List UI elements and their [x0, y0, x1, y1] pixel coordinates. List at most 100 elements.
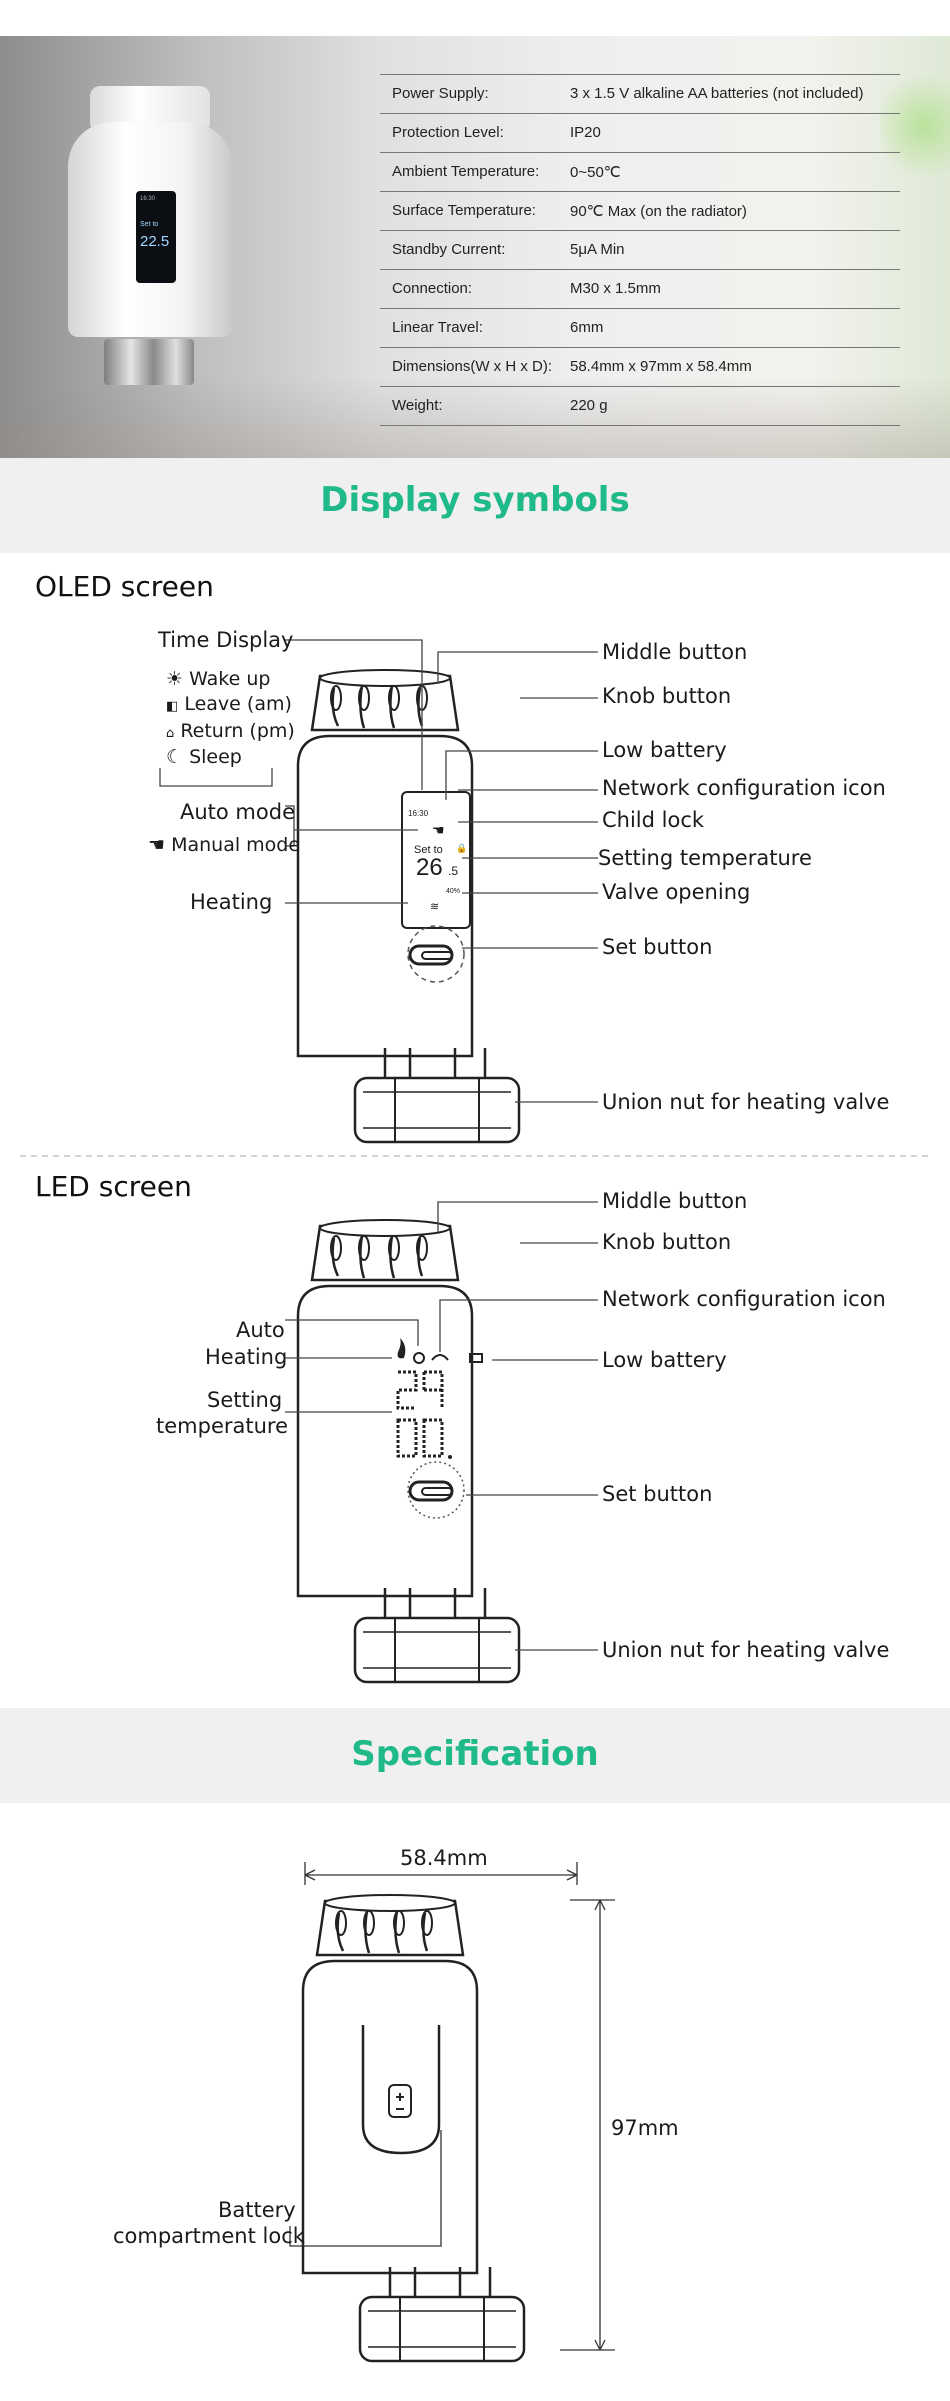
photo-union-nut	[104, 339, 194, 385]
mode-return-text: Return (pm)	[180, 720, 295, 742]
spec-value: M30 x 1.5mm	[570, 280, 661, 297]
led-heading: LED screen	[35, 1170, 192, 1203]
mode-sleep-text: Sleep	[189, 746, 242, 768]
oled-low-battery-label: Low battery	[602, 738, 727, 762]
home-icon: ⌂	[166, 726, 175, 741]
spec-value: 3 x 1.5 V alkaline AA batteries (not inc…	[570, 85, 864, 102]
battery-lock-label-1: Battery	[218, 2198, 296, 2222]
oled-time-display-label: Time Display	[158, 628, 294, 652]
led-set-button-label: Set button	[602, 1482, 713, 1506]
led-setting-label-1: Setting	[207, 1388, 283, 1412]
led-icons	[397, 1338, 483, 1364]
photo-screen-temp: 22.5	[140, 233, 170, 250]
led-network-label: Network configuration icon	[602, 1287, 886, 1311]
mode-wake-up-text: Wake up	[189, 668, 271, 690]
led-leader-lines	[285, 1201, 598, 1651]
spec-key: Surface Temperature:	[392, 202, 536, 219]
oled-setting-temp-label: Setting temperature	[598, 846, 812, 870]
oled-auto-mode-label: Auto mode	[180, 800, 295, 824]
spec-row: Linear Travel: 6mm	[380, 308, 900, 347]
spec-row: Protection Level: IP20	[380, 113, 900, 152]
photo-knob	[90, 86, 210, 128]
spec-row: Surface Temperature: 90℃ Max (on the radi…	[380, 191, 900, 230]
oled-valve-opening-label: Valve opening	[602, 880, 751, 904]
led-middle-button-label: Middle button	[602, 1189, 748, 1213]
spec-key: Protection Level:	[392, 124, 504, 141]
oled-mode-return: ⌂ Return (pm)	[166, 720, 295, 742]
oled-middle-button-label: Middle button	[602, 640, 748, 664]
photo-screen-setto: Set to	[140, 221, 159, 228]
spec-key: Weight:	[392, 397, 443, 414]
oled-screen-valve: 40%	[446, 888, 461, 895]
spec-value: 58.4mm x 97mm x 58.4mm	[570, 358, 752, 375]
spec-device	[301, 1893, 526, 2363]
oled-mode-wake-up: ☀ Wake up	[166, 668, 270, 690]
sun-icon: ☀	[166, 668, 184, 690]
spec-row: Dimensions(W x H x D): 58.4mm x 97mm x 58…	[380, 347, 900, 386]
spec-key: Power Supply:	[392, 85, 489, 102]
spec-row: Connection: M30 x 1.5mm	[380, 269, 900, 308]
display-symbols-band	[0, 458, 950, 553]
height-dimension-label: 97mm	[611, 2116, 679, 2140]
spec-row: Power Supply: 3 x 1.5 V alkaline AA batte…	[380, 74, 900, 113]
oled-manual-mode-label: ☚ Manual mode	[148, 834, 300, 856]
spec-key: Connection:	[392, 280, 473, 297]
oled-screen-setto: Set to	[414, 844, 443, 856]
led-knob-button-label: Knob button	[602, 1230, 732, 1254]
spec-value: 0~50℃	[570, 164, 621, 181]
spec-row: Ambient Temperature: 0~50℃	[380, 152, 900, 191]
spec-table-bottom-rule	[380, 425, 900, 427]
display-symbols-title: Display symbols	[320, 480, 630, 520]
spec-key: Linear Travel:	[392, 319, 483, 336]
banner-bottom-shade	[0, 376, 950, 458]
moon-icon: ☾	[166, 746, 184, 768]
hand-icon: ☚	[432, 822, 445, 838]
spec-dimension-lines	[289, 1862, 615, 2351]
oled-screen-content: 16:30 ☚ Set to 🔒 26 .5 40% ≋	[402, 792, 470, 928]
oled-set-button-label: Set button	[602, 935, 713, 959]
photo-screen-time: 16:30	[140, 196, 156, 202]
door-icon: ◧	[166, 699, 179, 714]
banner-green-glow	[880, 66, 950, 186]
spec-row: Standby Current:5μA Min	[380, 230, 900, 269]
led-auto-label: Auto	[236, 1318, 285, 1342]
hand-icon: ☚	[148, 834, 166, 856]
oled-leader-lines	[159, 639, 598, 1103]
product-spec-banner: 16:30 Set to 22.5 Power Supply: 3 x 1.5 V…	[0, 36, 950, 458]
spec-value: 6mm	[570, 319, 604, 336]
specification-title: Specification	[351, 1734, 599, 1774]
oled-screen-temp-dec: .5	[448, 864, 459, 878]
specification-band	[0, 1708, 950, 1803]
heat-icon: ≋	[430, 901, 440, 913]
spec-value: IP20	[570, 124, 601, 141]
oled-heading: OLED screen	[35, 570, 214, 603]
oled-device	[296, 668, 521, 1144]
oled-mode-leave: ◧ Leave (am)	[166, 693, 292, 715]
led-device	[296, 1218, 521, 1684]
battery-lock-label-2: compartment lock	[113, 2224, 305, 2248]
oled-union-nut-label: Union nut for heating valve	[602, 1090, 890, 1114]
led-union-nut-label: Union nut for heating valve	[602, 1638, 890, 1662]
led-setting-label-2: temperature	[156, 1414, 288, 1438]
oled-knob-button-label: Knob button	[602, 684, 732, 708]
spec-key: Ambient Temperature:	[392, 163, 540, 180]
oled-heating-label: Heating	[190, 890, 273, 914]
spec-value: 220 g	[570, 397, 608, 414]
manual-mode-text: Manual mode	[171, 834, 301, 856]
spec-value: 5μA Min	[570, 241, 625, 258]
oled-screen-temp: 26	[416, 854, 443, 881]
oled-mode-sleep: ☾ Sleep	[166, 746, 242, 768]
led-heating-label: Heating	[205, 1345, 288, 1369]
width-dimension-label: 58.4mm	[400, 1846, 488, 1870]
thermostat-photo: 16:30 Set to 22.5	[60, 86, 240, 446]
spec-value: 90℃ Max (on the radiator)	[570, 203, 747, 220]
oled-network-label: Network configuration icon	[602, 776, 886, 800]
led-low-battery-label: Low battery	[602, 1348, 727, 1372]
spec-key: Dimensions(W x H x D):	[392, 358, 553, 375]
mode-leave-text: Leave (am)	[184, 693, 292, 715]
oled-child-lock-label: Child lock	[602, 808, 705, 832]
photo-screen: 16:30 Set to 22.5	[136, 191, 176, 283]
lock-icon: 🔒	[456, 843, 468, 853]
spec-row: Weight: 220 g	[380, 386, 900, 425]
